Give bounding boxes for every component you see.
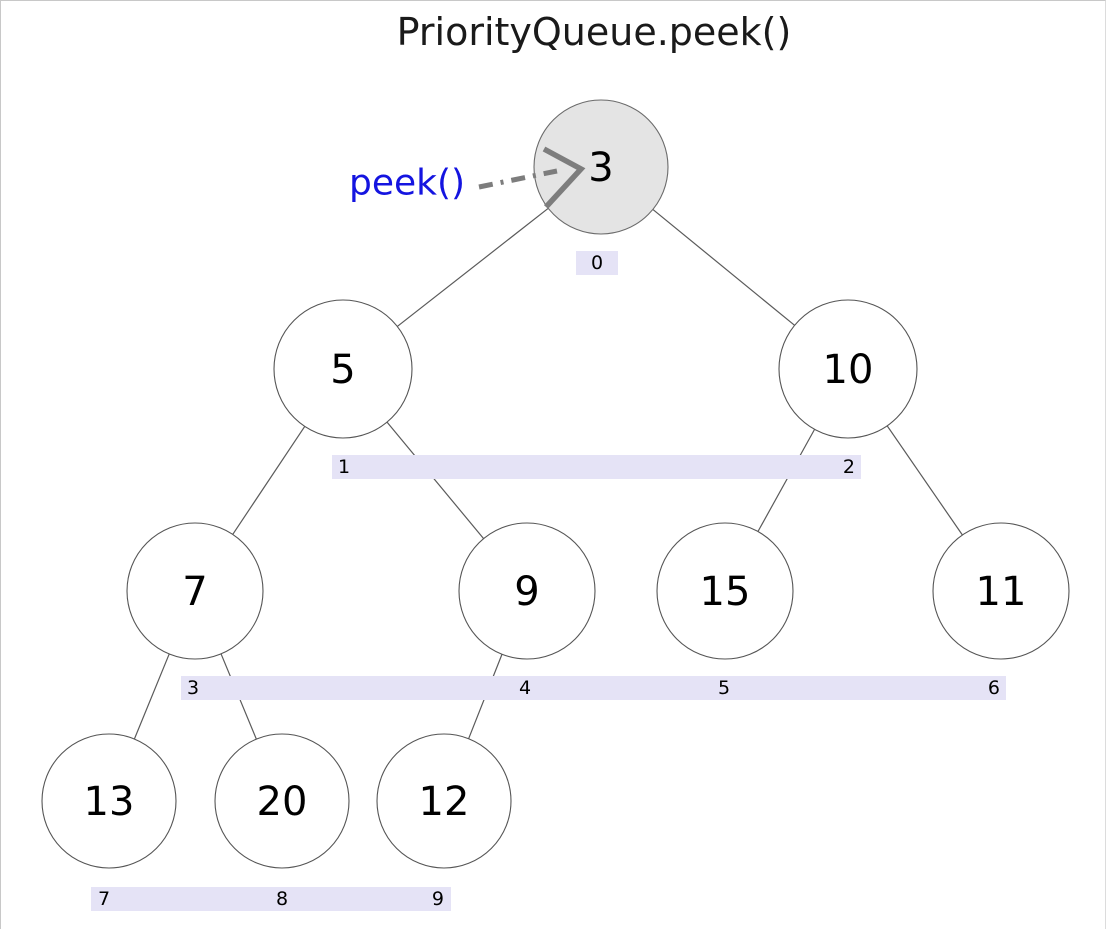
node-circle <box>376 733 512 869</box>
array-index-label: 1 <box>338 456 350 478</box>
index-band <box>332 455 861 479</box>
array-index-label: 3 <box>187 677 199 699</box>
node-value-label: 9 <box>514 569 539 615</box>
tree-node[interactable]: 20 <box>214 733 350 869</box>
node-circle <box>126 522 264 660</box>
tree-node[interactable]: 13 <box>41 733 177 869</box>
tree-node[interactable]: 5 <box>273 299 413 439</box>
peek-arrowhead-icon <box>542 146 586 209</box>
tree-node[interactable]: 11 <box>932 522 1070 660</box>
tree-edge <box>757 429 816 532</box>
node-value-label: 13 <box>84 779 135 825</box>
node-circle <box>932 522 1070 660</box>
tree-node[interactable]: 7 <box>126 522 264 660</box>
array-index-label: 9 <box>432 888 444 910</box>
tree-edge <box>652 208 795 326</box>
peek-callout-label: peek() <box>349 163 465 204</box>
tree-edge <box>886 425 963 536</box>
tree-node[interactable]: 15 <box>656 522 794 660</box>
tree-edge <box>133 653 170 740</box>
node-circle-highlighted <box>533 99 669 235</box>
node-value-label: 10 <box>823 347 874 393</box>
node-circle <box>41 733 177 869</box>
node-circle <box>778 299 918 439</box>
array-index-label: 8 <box>276 888 288 910</box>
tree-node[interactable]: 9 <box>458 522 596 660</box>
tree-node[interactable]: 3 <box>533 99 669 235</box>
array-index-label: 7 <box>98 888 110 910</box>
node-circle <box>656 522 794 660</box>
tree-node[interactable]: 10 <box>778 299 918 439</box>
index-band <box>91 887 451 911</box>
node-value-label: 12 <box>419 779 470 825</box>
node-circle <box>273 299 413 439</box>
peek-callout: peek() <box>349 146 586 209</box>
peek-arrow-line <box>478 168 558 190</box>
array-index-label: 0 <box>591 252 603 274</box>
node-value-label: 5 <box>330 347 355 393</box>
node-value-label: 15 <box>700 569 751 615</box>
array-index-label: 6 <box>988 677 1000 699</box>
node-circle <box>458 522 596 660</box>
tree-edge <box>232 426 306 535</box>
index-band <box>181 676 1006 700</box>
node-value-label: 3 <box>588 145 613 191</box>
array-index-label: 2 <box>843 456 855 478</box>
page-title: PriorityQueue.peek() <box>397 10 792 54</box>
array-index-label: 5 <box>718 677 730 699</box>
tree-edge <box>396 207 549 327</box>
node-circle <box>214 733 350 869</box>
tree-node[interactable]: 12 <box>376 733 512 869</box>
array-index-label: 4 <box>519 677 531 699</box>
tree-edge <box>386 421 485 540</box>
node-value-label: 11 <box>976 569 1027 615</box>
node-value-label: 20 <box>257 779 308 825</box>
node-value-label: 7 <box>182 569 207 615</box>
index-band <box>576 251 618 275</box>
